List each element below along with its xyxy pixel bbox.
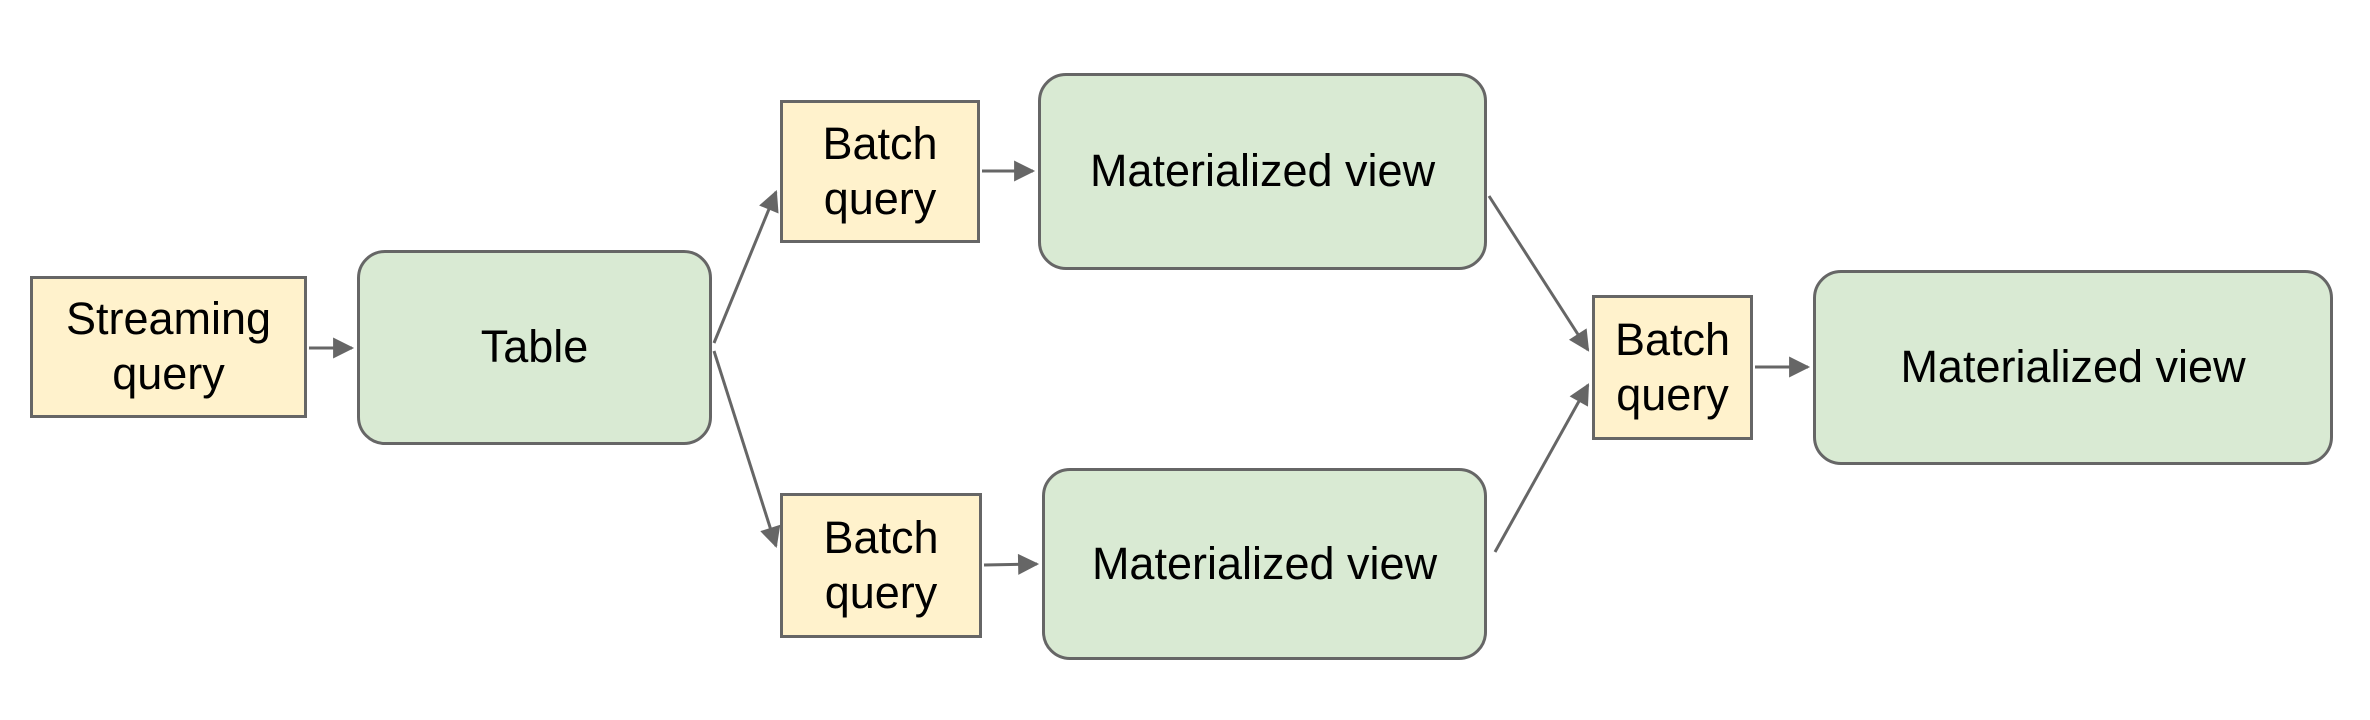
node-batch-query-top-label: Batch query bbox=[822, 117, 938, 224]
node-batch-query-merge: Batch query bbox=[1592, 295, 1753, 440]
connector-batch-bottom-to-mv-bottom bbox=[983, 553, 1040, 575]
node-batch-query-top: Batch query bbox=[780, 100, 980, 243]
connector-table-to-batch-top bbox=[712, 190, 779, 344]
node-materialized-view-bottom-label: Materialized view bbox=[1091, 537, 1438, 589]
connector-table-to-batch-bottom bbox=[712, 350, 781, 549]
connector-mv-bottom-to-batch-merge bbox=[1493, 383, 1590, 553]
node-batch-query-bottom-label: Batch query bbox=[823, 511, 939, 618]
node-streaming-query: Streaming query bbox=[30, 276, 307, 418]
connector-mv-top-to-batch-merge bbox=[1487, 195, 1590, 352]
node-materialized-view-top: Materialized view bbox=[1038, 73, 1487, 270]
node-batch-query-merge-label: Batch query bbox=[1614, 313, 1731, 420]
node-materialized-view-bottom: Materialized view bbox=[1042, 468, 1487, 660]
node-materialized-view-final: Materialized view bbox=[1813, 270, 2333, 465]
node-streaming-query-label: Streaming query bbox=[65, 293, 272, 399]
node-materialized-view-top-label: Materialized view bbox=[1089, 145, 1436, 197]
node-table: Table bbox=[357, 250, 712, 445]
node-table-label: Table bbox=[480, 321, 589, 373]
node-batch-query-bottom: Batch query bbox=[780, 493, 982, 638]
node-materialized-view-final-label: Materialized view bbox=[1900, 341, 2246, 393]
